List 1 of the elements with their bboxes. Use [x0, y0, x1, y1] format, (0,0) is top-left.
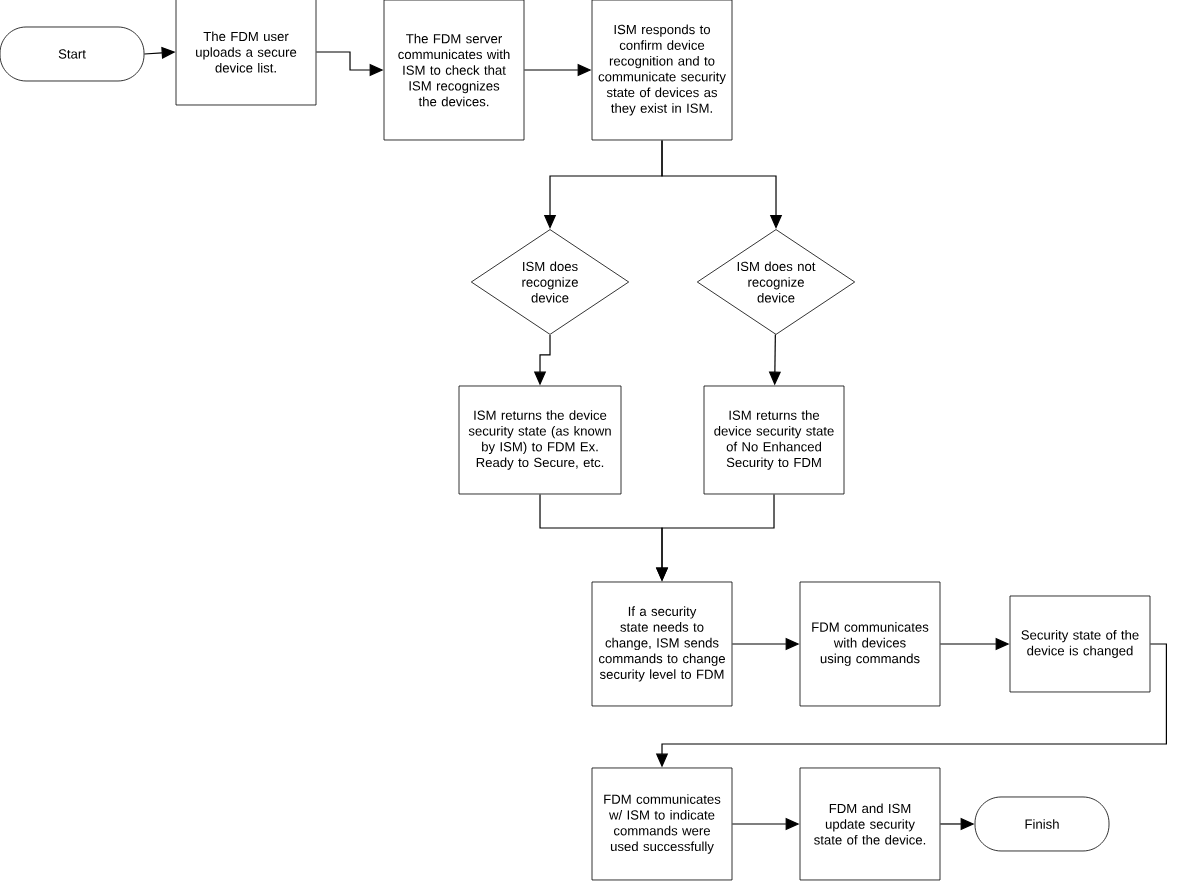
- arrow: [661, 139, 783, 229]
